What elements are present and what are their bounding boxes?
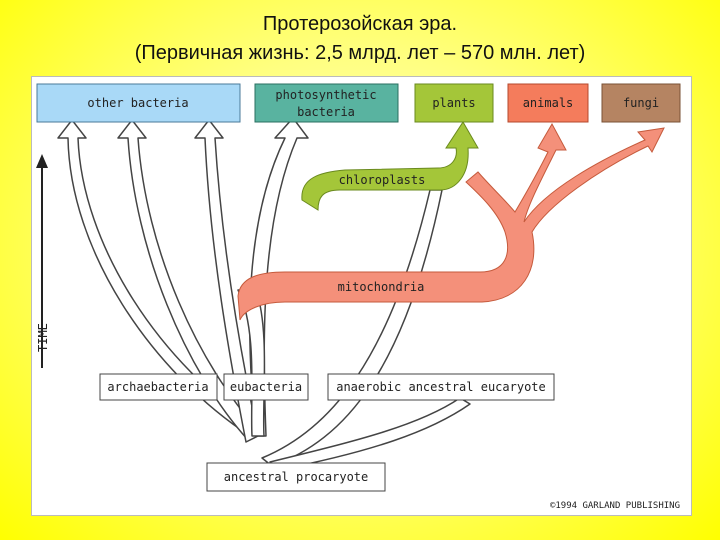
plants-box [414,83,494,123]
fungi-label: fungi [623,96,659,110]
mitochondria-label: mitochondria [338,280,425,294]
copyright-text: ©1994 GARLAND PUBLISHING [550,501,680,511]
photosynthetic-label-line-2: bacteria [297,105,355,119]
anaerobic-eucaryote-box [327,373,555,401]
branch-other-bacteria-3 [194,119,259,443]
eubacteria-label: eubacteria [230,380,302,394]
branch-other-bacteria-2 [117,119,261,441]
chloroplasts-band [301,121,479,211]
archaebacteria-label: archaebacteria [107,380,208,394]
animals-box [507,83,589,123]
other-bacteria-box [36,83,241,123]
animals-label: animals [523,96,574,110]
eubacteria-box [223,373,309,401]
branch-other-bacteria-1 [57,119,263,437]
time-axis-label: TIME [36,323,50,352]
branch-eucaryote-link [269,397,471,471]
photosynthetic-label-line-1: photosynthetic [275,88,376,102]
anaerobic-eucaryote-label: anaerobic ancestral eucaryote [336,380,546,394]
slide-title-line-1: Протерозойская эра. [262,13,458,35]
fungi-box [601,83,681,123]
other-bacteria-label: other bacteria [87,96,188,110]
time-axis-arrowhead [36,154,48,168]
plants-label: plants [432,96,475,110]
mitochondria-band [237,122,665,321]
photosynthetic-bacteria-box [254,83,399,123]
chloroplasts-label: chloroplasts [339,173,426,187]
ancestral-procaryote-label: ancestral procaryote [224,470,369,484]
archaebacteria-box [99,373,218,401]
slide-title-line-2: (Первичная жизнь: 2,5 млрд. лет – 570 мл… [134,42,586,64]
ancestral-procaryote-box [206,462,386,492]
